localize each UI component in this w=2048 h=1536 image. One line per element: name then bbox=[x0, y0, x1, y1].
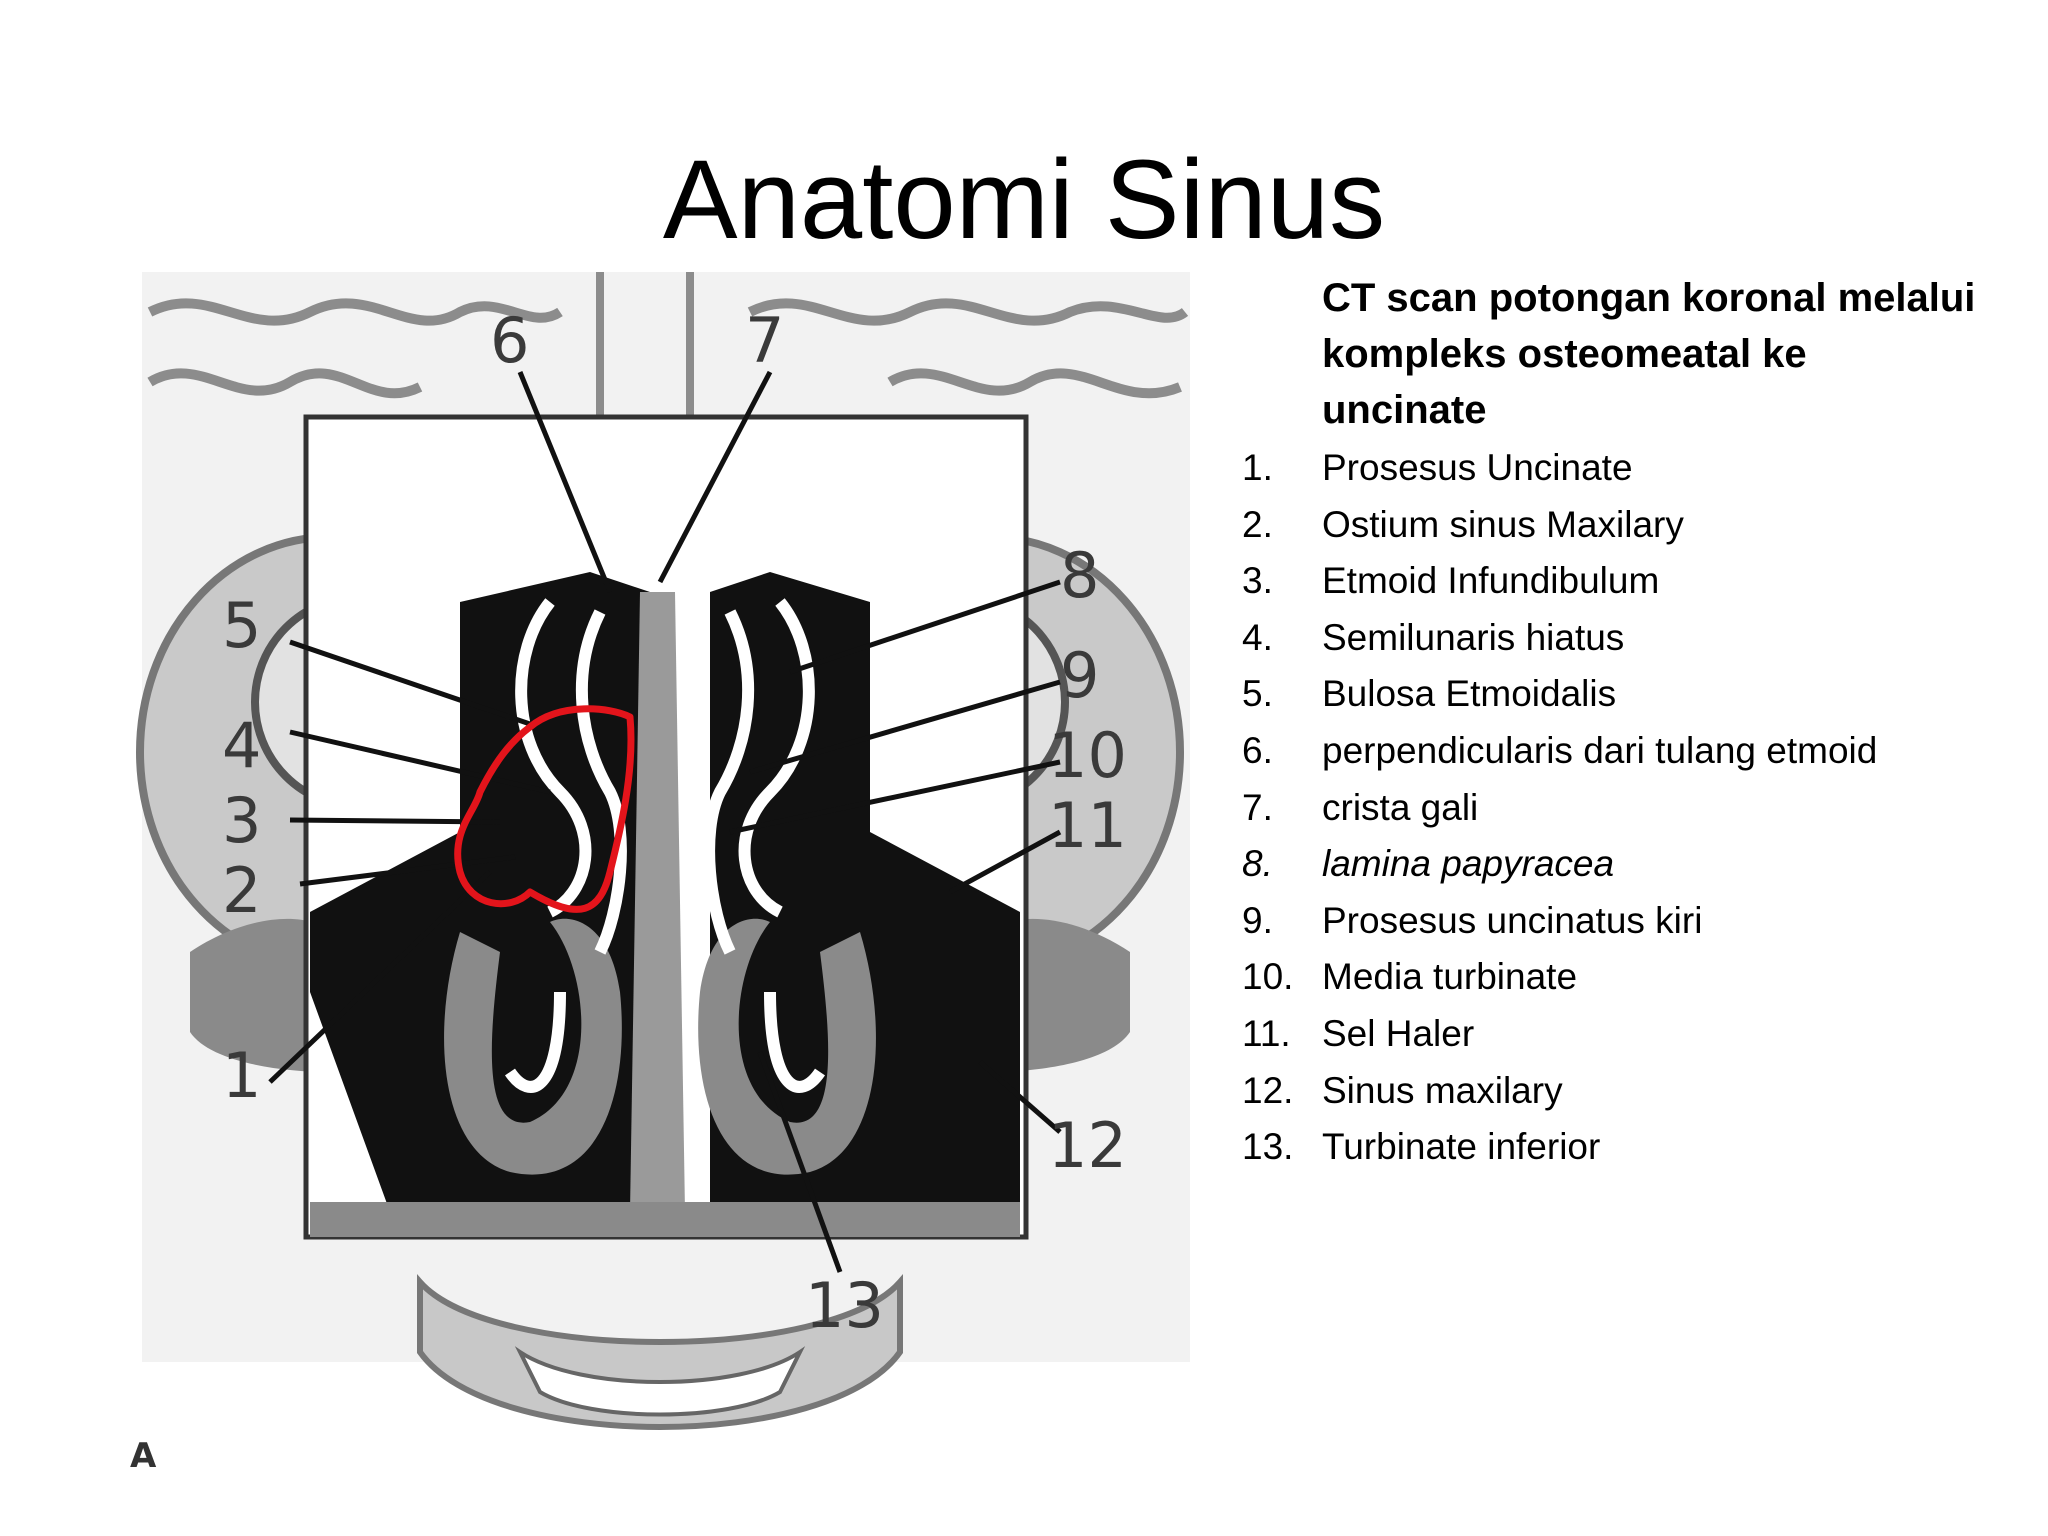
brain-region bbox=[147, 272, 1189, 492]
legend-item-number: 3. bbox=[1242, 560, 1273, 602]
legend-item-text: Turbinate inferior bbox=[1322, 1126, 1601, 1168]
label-3: 3 bbox=[222, 784, 261, 857]
legend-item-text: Semilunaris hiatus bbox=[1322, 616, 1625, 658]
legend-item-number: 1. bbox=[1242, 447, 1273, 488]
legend-item-number: 2. bbox=[1242, 503, 1273, 545]
legend-item: 10. Media turbinate bbox=[1242, 949, 2022, 1006]
legend-item: 11. Sel Haler bbox=[1242, 1006, 2022, 1063]
legend-item-text: crista gali bbox=[1322, 786, 1479, 828]
label-12: 12 bbox=[1048, 1109, 1127, 1182]
left-gray-wing bbox=[190, 918, 330, 1072]
label-2: 2 bbox=[222, 854, 261, 927]
legend-item: 8. lamina papyracea bbox=[1242, 836, 2022, 893]
red-highlight-circle bbox=[454, 705, 635, 913]
legend-item-text: Prosesus Uncinate bbox=[1322, 447, 1633, 488]
legend-item: 3. Etmoid Infundibulum bbox=[1242, 553, 2022, 610]
legend-item-number: 12. bbox=[1242, 1069, 1294, 1111]
legend-item-number: 4. bbox=[1242, 616, 1273, 658]
legend-item: 5. Bulosa Etmoidalis bbox=[1242, 666, 2022, 723]
label-6: 6 bbox=[490, 304, 529, 377]
legend-item: 4. Semilunaris hiatus bbox=[1242, 610, 2022, 667]
label-10: 10 bbox=[1048, 719, 1127, 792]
legend-item-number: 10. bbox=[1242, 956, 1294, 998]
ct-diagram-svg: 1 2 3 4 5 6 7 8 9 10 11 12 13 A bbox=[130, 272, 1190, 1472]
label-11: 11 bbox=[1048, 789, 1127, 862]
slide-title: Anatomi Sinus bbox=[662, 137, 1386, 262]
legend-item-text: perpendicularis dari tulang etmoid bbox=[1322, 729, 1878, 771]
label-1: 1 bbox=[222, 1039, 261, 1112]
panel-letter: A bbox=[130, 1436, 157, 1472]
leader-lines bbox=[268, 370, 1062, 1273]
legend-item: 2. Ostium sinus Maxilary bbox=[1242, 497, 2022, 554]
legend-item-number: 7. bbox=[1242, 786, 1273, 828]
legend-item: 9. Prosesus uncinatus kiri bbox=[1242, 893, 2022, 950]
legend-item-number: 9. bbox=[1242, 899, 1273, 941]
legend-item: 6. perpendicularis dari tulang etmoid bbox=[1242, 723, 2022, 780]
legend-item-number: 8. bbox=[1242, 843, 1273, 885]
legend-item: 7. crista gali bbox=[1242, 780, 2022, 837]
label-13: 13 bbox=[805, 1269, 884, 1342]
label-9: 9 bbox=[1060, 639, 1099, 712]
legend-item-number: 6. bbox=[1242, 729, 1273, 771]
label-7: 7 bbox=[745, 304, 784, 377]
legend-list: 1. Prosesus Uncinate 2. Ostium sinus Maxila… bbox=[1242, 440, 2022, 1176]
legend-item-number: 11. bbox=[1242, 1012, 1291, 1054]
ct-diagram: 1 2 3 4 5 6 7 8 9 10 11 12 13 A bbox=[130, 272, 1190, 1472]
legend-item-text: Media turbinate bbox=[1322, 956, 1578, 998]
legend-item: 1. Prosesus Uncinate bbox=[1242, 440, 2022, 497]
diagram-caption: CT scan potongan koronal melalui komplek… bbox=[1322, 276, 1976, 432]
label-4: 4 bbox=[222, 709, 261, 782]
label-5: 5 bbox=[222, 589, 261, 662]
legend-item-text: Prosesus uncinatus kiri bbox=[1322, 899, 1703, 941]
legend-item-text: Etmoid Infundibulum bbox=[1322, 560, 1660, 602]
legend-item: 12. Sinus maxilary bbox=[1242, 1063, 2022, 1120]
legend-item-text: lamina papyracea bbox=[1322, 843, 1615, 885]
palate-region bbox=[417, 1274, 903, 1430]
legend-item-text: Ostium sinus Maxilary bbox=[1322, 503, 1684, 545]
legend-item-number: 5. bbox=[1242, 673, 1273, 715]
legend-item-text: Bulosa Etmoidalis bbox=[1322, 673, 1617, 715]
legend-item-text: Sel Haler bbox=[1322, 1012, 1475, 1054]
legend-item-number: 13. bbox=[1242, 1126, 1294, 1168]
label-8: 8 bbox=[1060, 539, 1099, 612]
legend-item: 13. Turbinate inferior bbox=[1242, 1119, 2022, 1176]
legend-item-text: Sinus maxilary bbox=[1322, 1069, 1563, 1111]
